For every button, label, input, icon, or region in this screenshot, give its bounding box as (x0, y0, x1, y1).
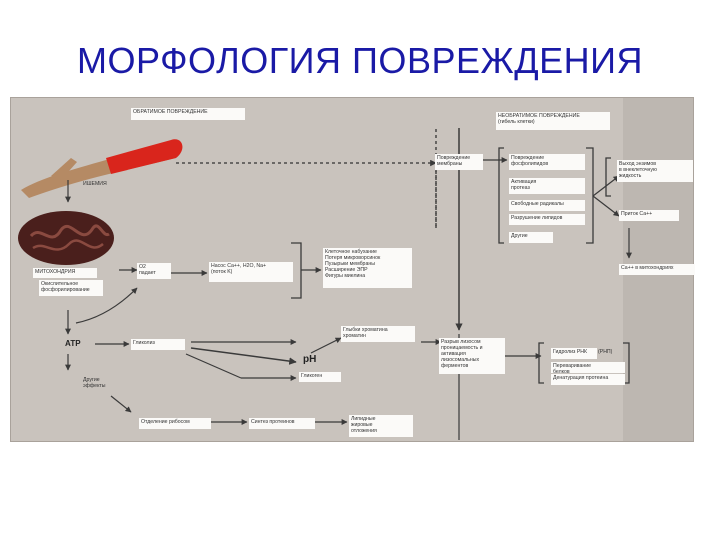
protein-synthesis-label: Синтез протеинов (249, 418, 315, 429)
diagram-panel: ОБРАТИМОЕ ПОВРЕЖДЕНИЕ НЕОБРАТИМОЕ ПОВРЕЖ… (10, 97, 695, 442)
protein-digestion-label: Переваривание белков (551, 362, 625, 373)
rnp-legend-label: (РНП) (598, 349, 613, 355)
mito-calcium-label: Са++ в митохондриях (619, 264, 695, 275)
pump-label: Насос Са++, Н2О, Na+ (поток K) (209, 262, 293, 282)
ribosome-detachment-label: Отделение рибосом (139, 418, 211, 429)
mitochondria-illustration (18, 211, 114, 265)
free-radicals-label: Свободные радикалы (509, 200, 585, 211)
lysosome-rupture-label: Разрыв лизосом проницаемость и активация… (439, 338, 505, 374)
calcium-influx-label: Приток Са++ (619, 210, 679, 221)
ox-phos-label: Окислительное фосфорилирование (39, 280, 103, 296)
reversible-header: ОБРАТИМОЕ ПОВРЕЖДЕНИЕ (131, 108, 245, 120)
irreversible-header: НЕОБРАТИМОЕ ПОВРЕЖДЕНИЕ (гибель клетки) (496, 112, 610, 130)
ph-label: pH (303, 354, 317, 365)
o2-decrease-label: О2 падает (137, 263, 171, 279)
protease-activation-label: Активация протеаз (509, 178, 585, 194)
rna-breakdown-label: Гидролиз РНК (551, 348, 597, 359)
lipid-deposition-label: Липидные жировые отложения (349, 415, 413, 437)
cell-swelling-label: Клеточное набухание Потеря микроворсинок… (323, 248, 412, 288)
phospholipid-damage-label: Повреждение фосфолипидов (509, 154, 585, 170)
ischemia-label: ИШЕМИЯ (83, 181, 107, 187)
protein-denaturation-label: Денатурация протеина (551, 374, 625, 385)
glycogen-decrease-label: Гликоген (299, 372, 341, 382)
other-damage-label: Другие (509, 232, 553, 243)
artery-illustration (21, 139, 183, 198)
slide-title: МОРФОЛОГИЯ ПОВРЕЖДЕНИЯ (77, 40, 643, 81)
lipid-breakdown-label: Разрушение липидов (509, 214, 585, 225)
glycolysis-label: Гликолиз (131, 339, 185, 350)
other-effects-label: Другие эффекты (83, 377, 106, 389)
membrane-damage-label: Повреждение мембраны (435, 154, 483, 170)
atp-label: АТР (65, 339, 81, 348)
mitochondria-label: МИТОХОНДРИЯ (33, 268, 97, 278)
enzyme-leak-label: Выход энзимов в внеклеточную жидкость (617, 160, 693, 182)
glycogen-chromatin-label: Глыбки хроматина хроматин (341, 326, 415, 342)
